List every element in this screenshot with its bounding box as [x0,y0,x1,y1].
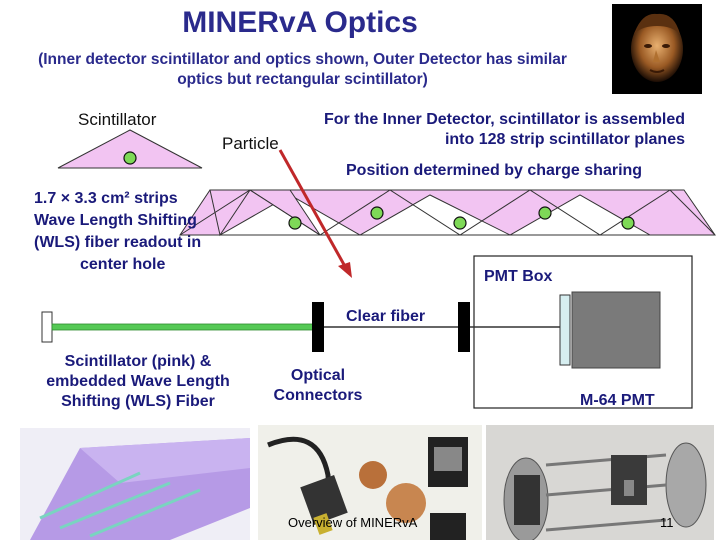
pmt-window [559,294,571,366]
strips-note-line: 1.7 × 3.3 cm² strips [34,190,178,207]
wls-fiber-dot [453,216,467,230]
scintillator-caption: Scintillator (pink) & embedded Wave Leng… [28,352,248,412]
scintillator-triangle [57,129,203,169]
wls-fiber [51,323,318,331]
slide-subtitle: (Inner detector scintillator and optics … [38,51,567,88]
optical-connectors-label: Optical Connectors [258,366,378,406]
optical-connector-2 [458,302,470,352]
strips-note-line: center hole [80,256,166,273]
wls-fiber-dot [621,216,635,230]
scint-caption-line: Scintillator (pink) & [64,353,212,370]
clear-fiber-label: Clear fiber [346,308,426,325]
wls-fiber-dot [370,206,384,220]
particle-arrow [278,149,349,271]
strips-note: 1.7 × 3.3 cm² strips Wave Length Shiftin… [34,188,201,276]
scint-caption-line: embedded Wave Length [46,373,230,390]
wls-fiber-dot [288,216,302,230]
scint-caption-line: Shifting (WLS) Fiber [61,393,215,410]
connectors-photo [258,425,482,540]
pmt-box-label: PMT Box [484,268,553,285]
optical-line: Connectors [273,387,363,404]
wls-fiber-dot [538,206,552,220]
inner-detector-note: For the Inner Detector, scintillator is … [324,111,685,148]
strips-note-line: Wave Length Shifting [34,212,197,229]
scintillator-photo [20,428,250,540]
m64-pmt [571,291,661,369]
optical-line: Optical [290,367,346,384]
pmt-photo [486,425,714,540]
scintillator-label: Scintillator [78,110,157,129]
optical-connector-1 [312,302,324,352]
strips-note-line: (WLS) fiber readout in [34,234,202,251]
particle-label: Particle [222,134,279,153]
slide-title: MINERvA Optics [182,6,418,39]
wls-fiber-dot [123,151,137,165]
minerva-logo-image [612,4,702,94]
scintillator-end [41,311,53,343]
footer-text: Overview of MINERvA [288,515,418,530]
position-note: Position determined by charge sharing [346,162,643,179]
page-number: 11 [660,515,674,530]
pmt-label: M-64 PMT [580,392,655,409]
